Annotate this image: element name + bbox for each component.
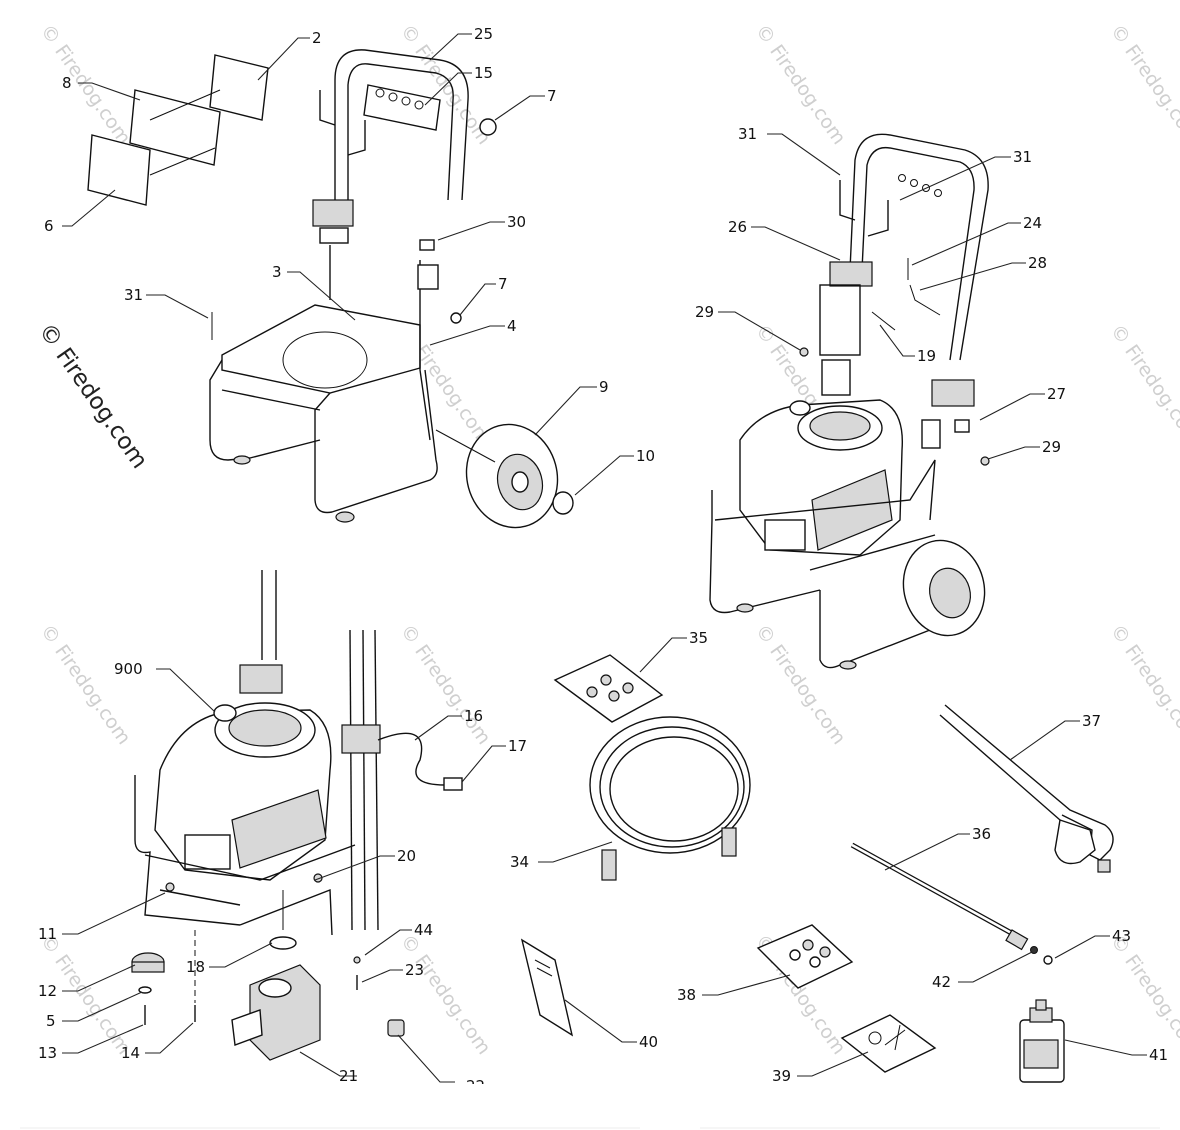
callout-25: 25 <box>474 25 493 43</box>
panel-2-shape <box>209 54 269 121</box>
callout-9: 9 <box>599 378 609 396</box>
hose-34-shape <box>589 716 751 854</box>
callout-14: 14 <box>121 1044 140 1062</box>
callout-4: 4 <box>507 317 517 335</box>
callout-42: 42 <box>932 973 951 991</box>
callout-7a: 7 <box>547 87 557 105</box>
callout-44: 44 <box>414 921 433 939</box>
callout-12: 12 <box>38 982 57 1000</box>
callout-10: 10 <box>636 447 655 465</box>
handle-engine-view <box>709 133 990 670</box>
callout-39: 39 <box>772 1067 791 1085</box>
engine-pump-view <box>131 570 463 1061</box>
base-plate-shape <box>221 304 421 394</box>
callout-30: 30 <box>507 213 526 231</box>
callout-8: 8 <box>62 74 72 92</box>
callout-16: 16 <box>464 707 483 725</box>
watermark: © Firedog.com <box>396 930 495 1058</box>
callout-35: 35 <box>689 629 708 647</box>
callout-43: 43 <box>1112 927 1131 945</box>
callout-31c: 31 <box>1013 148 1032 166</box>
crop-edge <box>0 1084 1180 1130</box>
watermark: © Firedog.com <box>36 20 135 148</box>
watermark: © Firedog.com <box>1106 620 1180 748</box>
hubcap-10-shape <box>552 491 574 515</box>
watermark: © Firedog.com <box>1106 320 1180 448</box>
watermark: © Firedog.com <box>396 620 495 748</box>
callout-17: 17 <box>508 737 527 755</box>
nozzle-pack-35-shape <box>553 654 664 723</box>
callout-6: 6 <box>44 217 54 235</box>
panel-8-shape <box>129 89 221 166</box>
callout-37: 37 <box>1082 712 1101 730</box>
watermark: © Firedog.com <box>1106 930 1180 1058</box>
callout-38: 38 <box>677 986 696 1004</box>
callout-13: 13 <box>38 1044 57 1062</box>
callout-26: 26 <box>728 218 747 236</box>
manual-40-shape <box>520 938 574 1037</box>
callout-11: 11 <box>38 925 57 943</box>
leader-lines <box>62 33 1147 1083</box>
callout-23: 23 <box>405 961 424 979</box>
callout-36: 36 <box>972 825 991 843</box>
parts-bag-38-shape <box>756 924 854 989</box>
frame-assembly-view <box>87 49 574 529</box>
callout-29b: 29 <box>1042 438 1061 456</box>
watermarks: © Firedog.com © Firedog.com © Firedog.co… <box>33 20 1180 1058</box>
callout-15: 15 <box>474 64 493 82</box>
callout-2: 2 <box>312 29 322 47</box>
callout-29a: 29 <box>695 303 714 321</box>
callout-3: 3 <box>272 263 282 281</box>
callout-19: 19 <box>917 347 936 365</box>
callout-18: 18 <box>186 958 205 976</box>
cap-7a-shape <box>479 118 497 136</box>
callout-28: 28 <box>1028 254 1047 272</box>
callout-20: 20 <box>397 847 416 865</box>
watermark-primary: © Firedog.com <box>33 319 152 474</box>
hose-fitting-17-shape <box>443 777 463 791</box>
callout-40: 40 <box>639 1033 658 1051</box>
callout-5: 5 <box>46 1012 56 1030</box>
callout-41: 41 <box>1149 1046 1168 1064</box>
callout-21: 21 <box>339 1067 358 1085</box>
watermark: © Firedog.com <box>751 20 850 148</box>
callout-34: 34 <box>510 853 529 871</box>
spray-gun-37-shape <box>944 704 1114 861</box>
callout-31b: 31 <box>738 125 757 143</box>
callout-31a: 31 <box>124 286 143 304</box>
accessories-view <box>520 654 1114 1083</box>
watermark: © Firedog.com <box>36 620 135 748</box>
handle-shape <box>334 49 469 205</box>
callout-27: 27 <box>1047 385 1066 403</box>
watermark: © Firedog.com <box>1106 20 1180 148</box>
panel-6-shape <box>87 134 151 206</box>
callout-900: 900 <box>114 660 143 678</box>
callout-7b: 7 <box>498 275 508 293</box>
callout-labels: 2 25 8 15 7 6 30 3 7 31 4 9 10 31 31 26 … <box>38 25 1168 1095</box>
callout-24: 24 <box>1023 214 1042 232</box>
tool-card-39-shape <box>840 1014 937 1073</box>
watermark: © Firedog.com <box>751 620 850 748</box>
